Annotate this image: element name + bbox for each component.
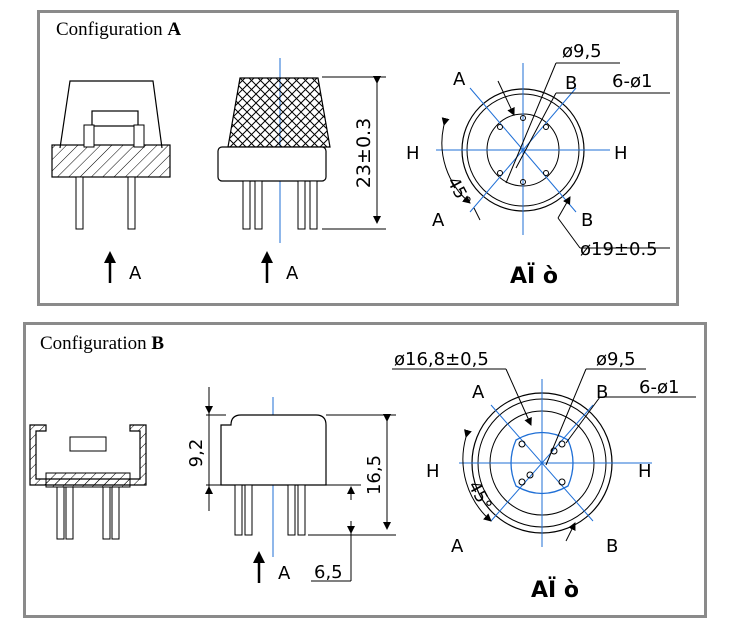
label-h-left-a: H [406,143,420,164]
configuration-b-title-letter: B [151,333,165,354]
bottom-view-a: ø9,5 6-ø1 ø19±0.5 45° A A B B H H AÏ ò [406,41,670,289]
configuration-b-title-prefix: Configuration [40,333,152,354]
configuration-a-title-prefix: Configuration [56,19,168,40]
configuration-a-drawing: A 23±0.3 A [51,41,670,289]
label-b-bottom-b: B [606,536,618,557]
dim-16-8-b: ø16,8±0,5 [394,349,489,370]
side-section-view-b [29,424,147,540]
direction-arrow-b: A [253,551,291,584]
dim-6-01-a: 6-ø1 [612,71,652,92]
arrow-label-b: A [278,563,291,584]
configuration-a-panel: Configuration A A [37,10,679,306]
caption-a: AÏ ò [510,263,558,289]
direction-arrow-a2: A [261,251,299,284]
dim-19-a: ø19±0.5 [580,239,658,260]
direction-arrow-a1: A [104,251,142,284]
configuration-a-title-letter: A [167,19,182,40]
height-dimension-a: 23±0.3 [353,118,375,188]
dim-6-5-b: 6,5 [314,562,343,583]
side-section-view-a [51,80,171,230]
arrow-label-a1: A [129,263,142,284]
caption-b: AÏ ò [531,577,579,603]
configuration-a-title: Configuration A [56,19,181,41]
dim-9-2-b: 9,2 [186,439,207,468]
front-view-a: 23±0.3 [217,58,386,243]
configuration-b-panel: Configuration B [23,322,707,618]
label-h-right-b: H [638,461,652,482]
configuration-b-drawing: 9,2 16,5 6,5 A [29,349,696,603]
dim-9-5-a: ø9,5 [562,41,602,62]
angle-45-b: 45° [464,478,496,514]
label-b-top-b: B [596,382,608,403]
configuration-b-title: Configuration B [40,333,164,355]
label-a-bottom-b: A [451,536,464,557]
bottom-view-b: ø16,8±0,5 ø9,5 6-ø1 45° A A B B H H AÏ ò [392,349,696,603]
label-h-left-b: H [426,461,440,482]
label-b-bottom-a: B [581,210,593,231]
front-view-b: 9,2 16,5 6,5 [186,387,396,583]
dim-16-5-b: 16,5 [364,455,385,495]
arrow-label-a2: A [286,263,299,284]
label-a-top-b: A [472,382,485,403]
label-a-bottom-a: A [432,210,445,231]
label-a-top-a: A [453,69,466,90]
label-h-right-a: H [614,143,628,164]
dim-9-5-b: ø9,5 [596,349,636,370]
label-b-top-a: B [565,73,577,94]
dim-6-01-b: 6-ø1 [639,377,679,398]
